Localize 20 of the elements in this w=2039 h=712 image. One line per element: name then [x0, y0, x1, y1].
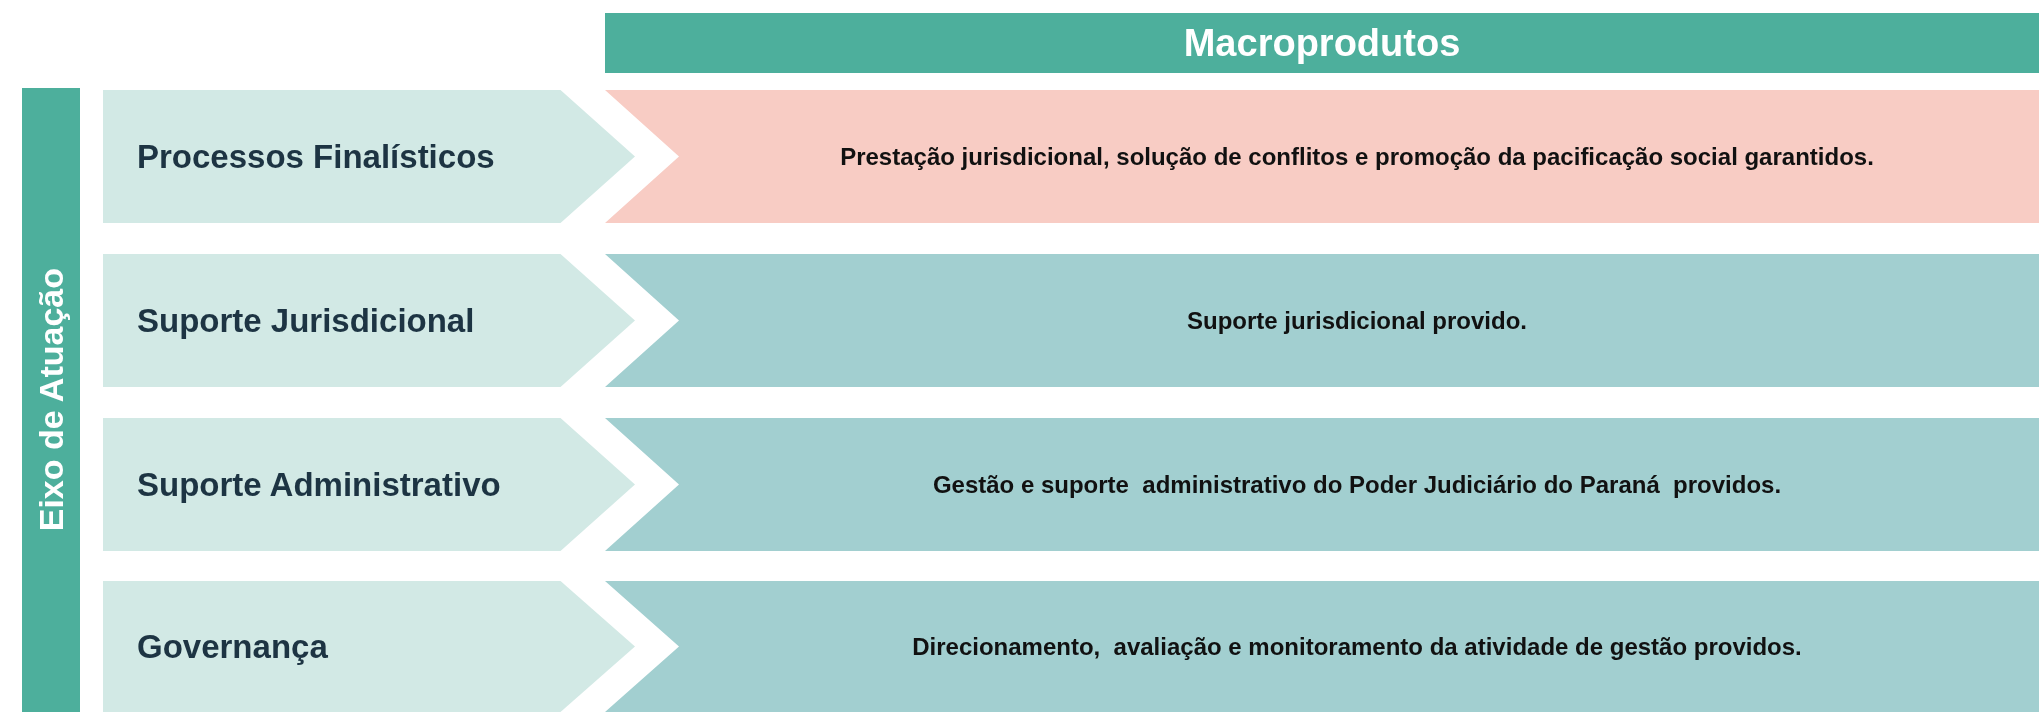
header-bar [605, 13, 2039, 73]
side-title: Eixo de Atuação [31, 268, 71, 532]
product-text: Gestão e suporte administrativo do Poder Judiciário do Paraná providos. [932, 470, 1782, 499]
chevron-box [103, 254, 635, 387]
header-title: Macroprodutos [1183, 21, 1461, 65]
product-text: Prestação jurisdicional, solução de conflitos e promoção da pacificação social garantidos. [840, 142, 1874, 171]
product-box [605, 254, 2039, 387]
side-band [22, 88, 80, 712]
axis-label: Processos Finalísticos [137, 137, 495, 176]
chevron-box [103, 90, 635, 223]
chevron-box [103, 581, 635, 712]
axis-label: Suporte Administrativo [137, 465, 501, 504]
axis-label: Governança [137, 627, 328, 666]
axis-label: Suporte Jurisdicional [137, 301, 475, 340]
product-text: Direcionamento, avaliação e monitoramento da atividade de gestão providos. [912, 632, 1802, 661]
product-box [605, 90, 2039, 223]
product-box [605, 418, 2039, 551]
product-text: Suporte jurisdicional provido. [1187, 306, 1527, 335]
chevron-box [103, 418, 635, 551]
product-box [605, 581, 2039, 712]
